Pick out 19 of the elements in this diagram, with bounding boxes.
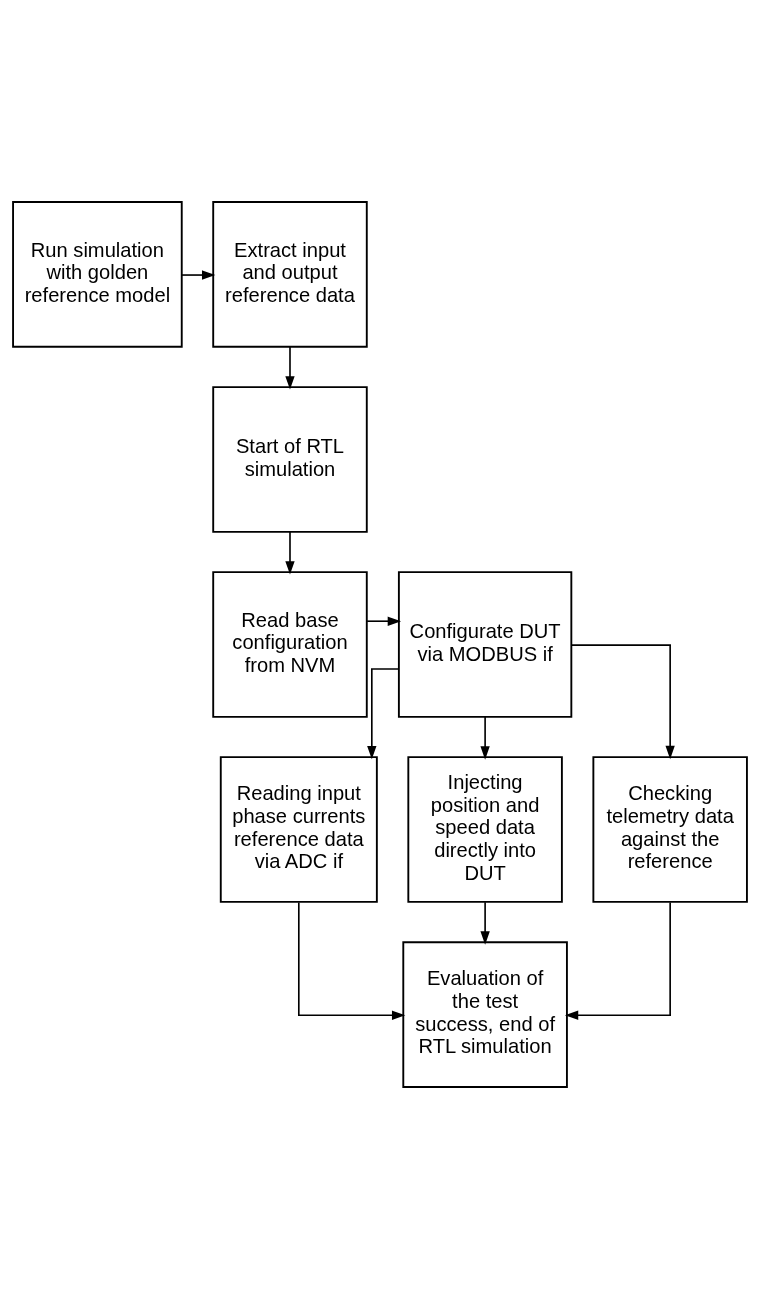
arrow xyxy=(285,346,295,390)
arrow xyxy=(480,716,490,760)
arrow xyxy=(181,270,216,280)
node-box: Injecting position and speed data directly into DUT xyxy=(407,756,563,903)
node-box: Configurate DUT via MODBUS if xyxy=(397,571,573,718)
node-box: Extract input and output reference data xyxy=(212,201,368,348)
arrow xyxy=(298,901,406,1020)
node-box: Reading input phase currents reference data via ADC if xyxy=(219,756,378,903)
arrow xyxy=(366,616,402,626)
arrow xyxy=(564,901,671,1020)
node-box: Start of RTL simulation xyxy=(212,386,368,533)
arrow xyxy=(480,901,490,945)
node-box: Evaluation of the test success, end of RTL simulation xyxy=(402,941,568,1088)
node-box: Read base configuration from NVM xyxy=(212,571,368,718)
arrow xyxy=(285,531,295,575)
node-box: Checking telemetry data against the reference xyxy=(592,756,748,903)
arrow xyxy=(570,644,675,760)
node-box: Run simulation with golden reference model xyxy=(12,201,183,348)
arrow xyxy=(367,668,400,760)
